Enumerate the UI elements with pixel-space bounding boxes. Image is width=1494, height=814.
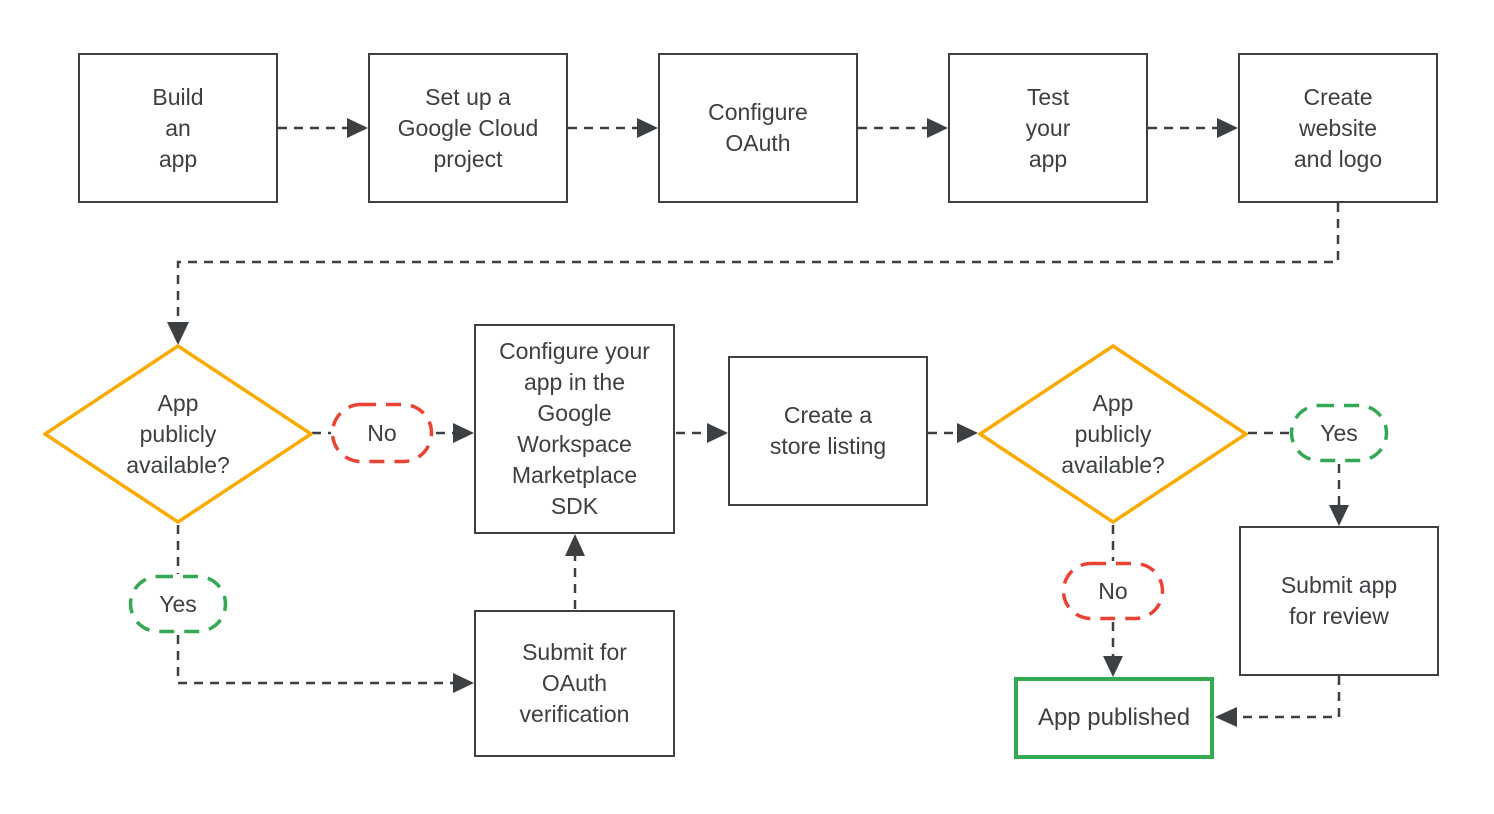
node-submit-review-label: Submit app for review [1280,572,1398,629]
node-configure-marketplace-label: Configure your app in the Google Workspa… [499,338,650,519]
arrowhead-right-icon [957,423,978,443]
node-yes-1: Yes [128,574,228,634]
node-submit-oauth: Submit for OAuth verification [474,610,675,757]
node-no-1: No [330,402,434,464]
node-test-app: Test your app [948,53,1148,203]
node-store-listing: Create a store listing [728,356,928,506]
node-decision-public-2: App publicly available? [978,344,1248,524]
diamond-shape-icon [978,344,1248,524]
node-app-published: App published [1014,677,1214,759]
arrowhead-right-icon [927,118,948,138]
node-setup-project-label: Set up a Google Cloud project [397,83,539,172]
arrowhead-right-icon [347,118,368,138]
node-configure-oauth: Configure OAuth [658,53,858,203]
node-setup-project: Set up a Google Cloud project [368,53,568,203]
oval-shape-icon [128,574,228,634]
arrowhead-right-icon [707,423,728,443]
arrowhead-right-icon [637,118,658,138]
arrowhead-right-icon [453,423,474,443]
oval-shape-icon [330,402,434,464]
node-submit-oauth-label: Submit for OAuth verification [519,639,630,727]
oval-shape-icon [1061,561,1165,621]
node-configure-marketplace: Configure your app in the Google Workspa… [474,324,675,534]
node-configure-oauth-label: Configure OAuth [708,99,808,156]
node-no-2-label: No [1098,577,1128,604]
node-test-app-label: Test your app [1025,83,1071,172]
arrowhead-left-icon [1215,707,1237,727]
arrowhead-right-icon [453,673,474,693]
node-decision-public-2-label: App publicly available? [1061,389,1165,478]
oval-shape-icon [1289,403,1389,463]
node-no-1-label: No [367,419,397,446]
node-decision-public-1: App publicly available? [43,344,313,524]
node-build-app-label: Build an app [152,83,204,172]
arrowhead-up-icon [565,534,585,556]
node-yes-2-label: Yes [1320,419,1358,446]
node-decision-public-1-label: App publicly available? [126,389,230,478]
diamond-shape-icon [43,344,313,524]
node-store-listing-label: Create a store listing [769,402,887,459]
edge-website-to-decision1 [176,203,1340,322]
node-submit-review: Submit app for review [1239,526,1439,676]
arrowhead-right-icon [1217,118,1238,138]
arrowhead-down-icon [1103,656,1123,677]
edge-yes1-to-submit-oauth [176,635,453,685]
arrowhead-down-icon [167,322,189,345]
node-create-website-label: Create website and logo [1293,83,1383,172]
edge-review-to-published [1237,676,1341,719]
node-app-published-label: App published [1037,704,1191,731]
node-build-app: Build an app [78,53,278,203]
arrowhead-down-icon [1329,505,1349,526]
node-create-website: Create website and logo [1238,53,1438,203]
node-no-2: No [1061,561,1165,621]
node-yes-2: Yes [1289,403,1389,463]
node-yes-1-label: Yes [159,590,197,617]
